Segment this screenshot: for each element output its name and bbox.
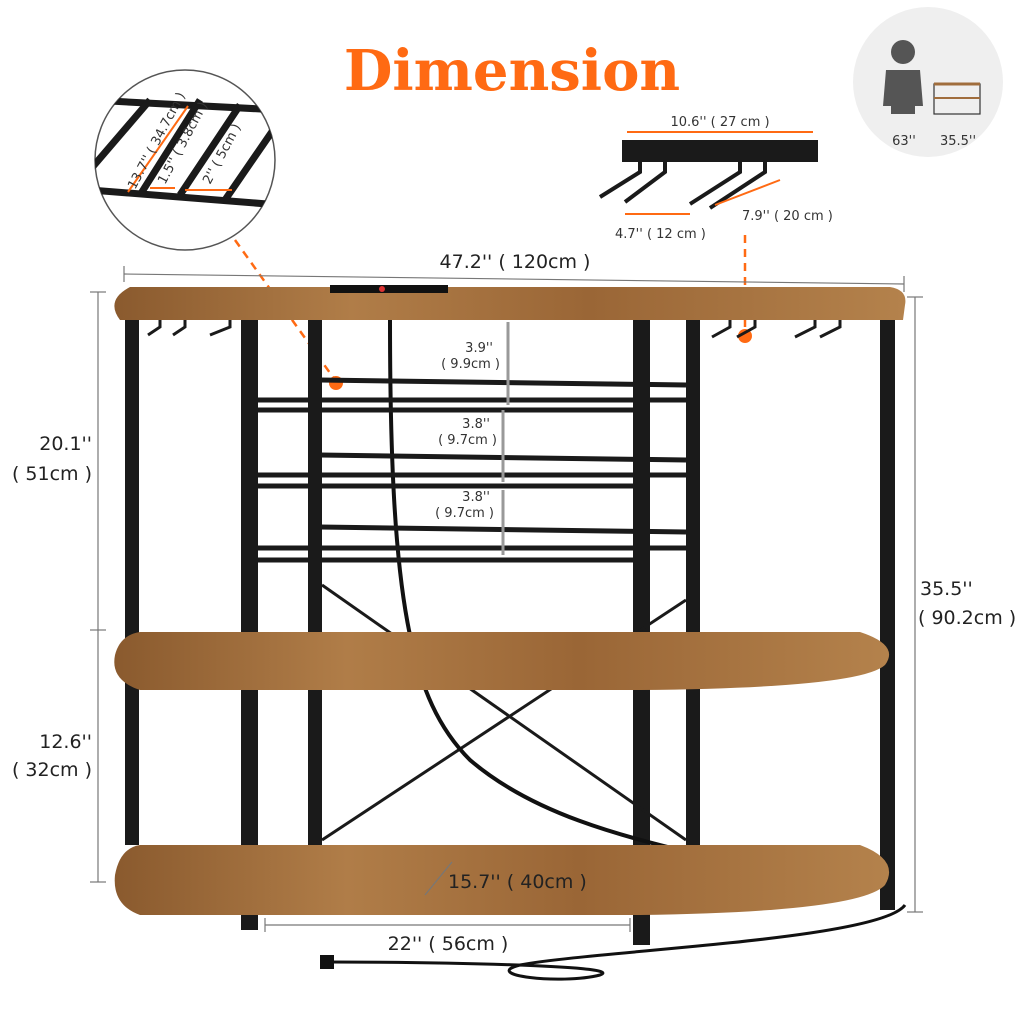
page-title: Dimension xyxy=(344,38,680,104)
plug-icon xyxy=(320,955,334,969)
svg-text:3.8'': 3.8'' xyxy=(462,490,490,505)
top-shelf xyxy=(114,287,906,320)
frame-posts xyxy=(125,305,895,945)
rack-gap-labels: 3.9'' ( 9.9cm ) 3.8'' ( 9.7cm ) 3.8'' ( … xyxy=(435,341,500,521)
svg-text:3.9'': 3.9'' xyxy=(465,341,493,356)
wine-rack-table xyxy=(114,285,907,981)
width-label: 47.2'' ( 120cm ) xyxy=(440,251,591,273)
person-height-label: 63'' xyxy=(892,134,916,149)
svg-text:3.8'': 3.8'' xyxy=(462,417,490,432)
upper-height-cm-label: ( 51cm ) xyxy=(12,463,92,485)
svg-text:( 9.7cm ): ( 9.7cm ) xyxy=(438,433,497,448)
rack-detail-inset: 13.7'' ( 34.7cm ) 1.5'' ( 3.8cm ) 2'' ( … xyxy=(94,69,343,390)
total-height-label: 35.5'' xyxy=(920,578,973,600)
hook-length-label: 7.9'' ( 20 cm ) xyxy=(742,209,833,224)
bottom-shelf xyxy=(114,845,890,915)
upper-height-label: 20.1'' xyxy=(39,433,92,455)
lower-height-label: 12.6'' xyxy=(39,731,92,753)
product-height-label: 35.5'' xyxy=(940,134,976,149)
inner-width-label: 22'' ( 56cm ) xyxy=(388,933,509,955)
lower-height-cm-label: ( 32cm ) xyxy=(12,759,92,781)
svg-text:( 9.7cm ): ( 9.7cm ) xyxy=(435,506,494,521)
person-icon xyxy=(883,40,923,114)
holder-length-label: 10.6'' ( 27 cm ) xyxy=(670,115,769,130)
middle-shelf xyxy=(114,632,890,690)
svg-text:( 9.9cm ): ( 9.9cm ) xyxy=(441,357,500,372)
wine-racks xyxy=(255,377,687,563)
depth-label: 15.7'' ( 40cm ) xyxy=(448,871,587,893)
power-cord xyxy=(329,903,907,981)
total-height-cm-label: ( 90.2cm ) xyxy=(918,607,1016,629)
product-thumbnail-icon xyxy=(933,82,981,115)
width-dimension xyxy=(123,266,905,292)
power-strip xyxy=(330,285,448,293)
glass-holder-detail: 10.6'' ( 27 cm ) 4.7'' ( 12 cm ) 7.9'' (… xyxy=(598,115,833,343)
hook-spacing-label: 4.7'' ( 12 cm ) xyxy=(615,227,706,242)
scale-comparison: 63'' 35.5'' xyxy=(853,7,1003,157)
